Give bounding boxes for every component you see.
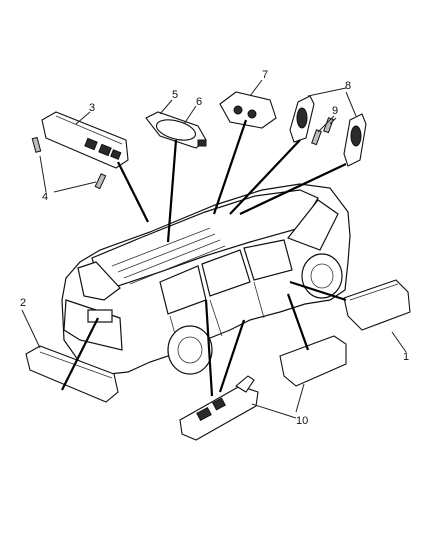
part-bulbs-9 [311,117,334,146]
callout-line-8a [307,87,347,97]
leader-floor-lamp-b [218,319,246,393]
callout-line-7 [249,79,263,97]
leader-dome-lamp [166,139,178,243]
part-reading-lamp [219,91,277,129]
rear-wheel [167,325,213,375]
callout-4: 4 [42,191,48,203]
part-vanity-lamps [289,95,367,167]
bulb [31,136,42,153]
callout-8: 8 [345,80,351,92]
callout-2: 2 [20,297,26,309]
roof-rail [123,239,221,279]
roof-rail [111,227,211,267]
callout-6: 6 [196,96,202,108]
door-line [209,299,223,337]
callout-line-3 [75,111,91,125]
callout-10: 10 [296,415,308,427]
rear-window [77,261,121,301]
front-wheel-hub [310,263,334,289]
roof-rail [117,233,216,273]
callout-line-6 [183,105,197,125]
callout-line-1 [391,331,407,353]
callout-line-8b [345,91,357,117]
windshield [287,199,339,251]
part-dome-lamp [145,111,207,149]
front-wheel [301,253,343,299]
leader-cargo-lamp [61,317,99,391]
door-line [253,281,265,319]
leader-vanity-right [239,163,347,215]
callout-7: 7 [262,69,268,81]
part-lens [279,335,347,387]
side-window-front [243,239,293,281]
bulb [311,129,322,146]
callout-5: 5 [172,89,178,101]
bulb [94,173,107,190]
leader-overhead-console [117,161,149,223]
callout-9: 9 [332,105,338,117]
leader-reading-lamp [212,119,248,215]
callout-line-4a [39,155,47,193]
part-courtesy-lamp [343,279,411,331]
callout-line-9a [317,115,335,133]
roof-rail [129,245,226,285]
leader-lens [286,293,310,351]
callout-line-10a [295,383,305,413]
license-plate [87,309,113,323]
side-window-mid [201,249,251,297]
callout-line-9b [329,117,337,125]
callout-1: 1 [403,351,409,363]
part-overhead-console [41,111,129,169]
rear-wheel-hub [177,336,203,364]
leader-vanity-left [229,139,301,215]
part-bulbs-4 [31,136,107,190]
callout-line-4b [53,181,97,193]
part-floor-lamp [179,375,259,441]
callout-3: 3 [89,102,95,114]
vehicle-illustration [61,183,351,376]
part-cargo-lamp [25,345,119,403]
callout-line-5 [159,99,173,115]
leader-courtesy-lamp [289,280,347,302]
leader-floor-lamp-a [204,299,214,397]
callout-line-10b [251,403,297,419]
callout-line-2 [21,309,41,349]
